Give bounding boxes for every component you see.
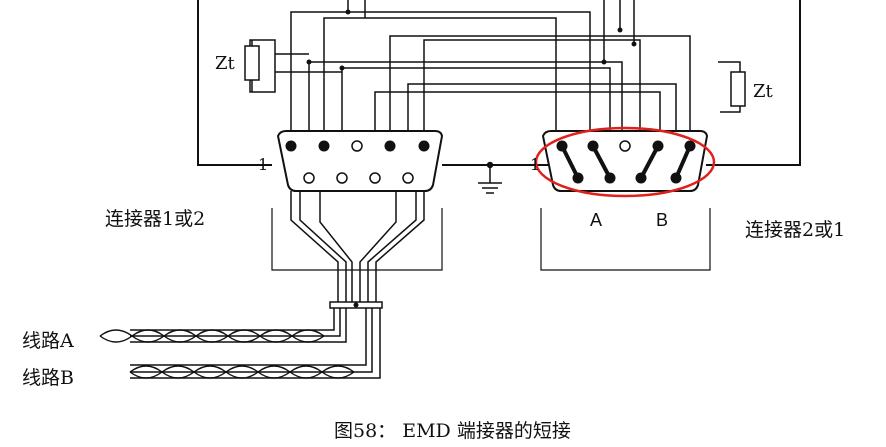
connector-right (534, 126, 716, 198)
label-b: B (656, 210, 668, 230)
connector-left-label: 连接器1或2 (105, 208, 205, 230)
ground-icon (478, 161, 502, 194)
twisted-pair-a (99, 329, 325, 343)
label-a: A (590, 210, 602, 230)
connector-brackets (271, 208, 711, 271)
figure-caption: 图58： EMD 端接器的短接 (334, 420, 571, 442)
connector-left (276, 130, 444, 192)
cable-bundle (130, 191, 425, 379)
connector-right-label: 连接器2或1 (745, 219, 845, 241)
device-frame (197, 0, 801, 166)
zt-label-left: Zt (215, 53, 236, 74)
pin1-label-left: 1 (258, 155, 268, 174)
resistor-left (244, 40, 260, 92)
pin1-label-right: 1 (530, 155, 540, 174)
zt-label-right: Zt (753, 81, 774, 102)
line-a-label: 线路A (22, 330, 74, 352)
highlight-ellipse (534, 126, 716, 198)
short-jumpers (560, 144, 692, 180)
resistor-right (730, 71, 746, 107)
wire-junctions (306, 9, 637, 71)
twisted-pair-b (129, 365, 355, 379)
line-b-label: 线路B (22, 367, 74, 389)
